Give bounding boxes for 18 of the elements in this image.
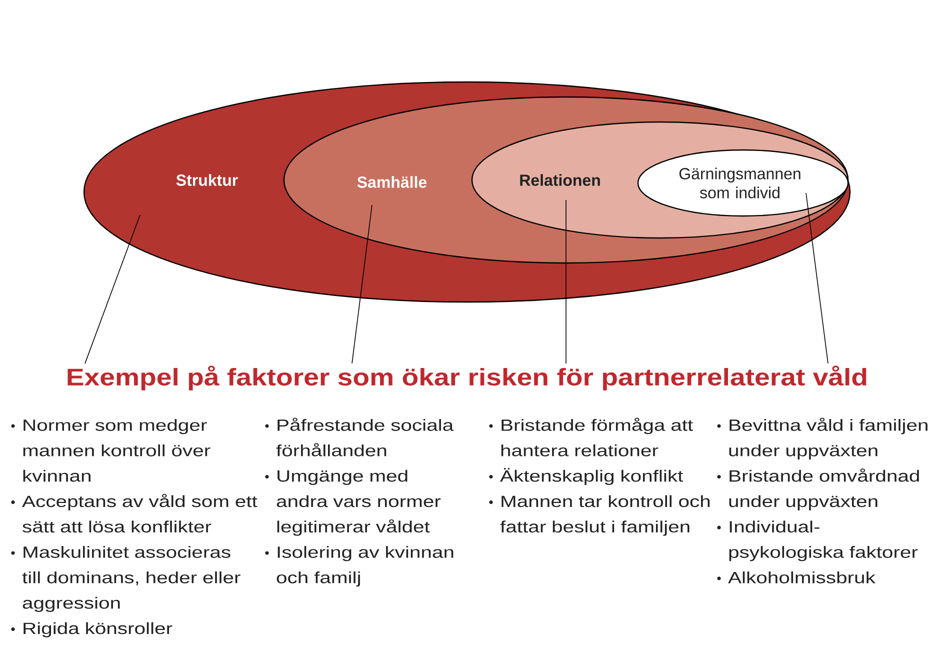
heading: Exempel på faktorer som ökar risken för partnerrelaterat våld: [68, 366, 866, 390]
bullet-item: Bristande omvårdnad under uppväxten: [729, 468, 919, 510]
leader-line: [352, 204, 372, 364]
bullet-item: Rigida könsroller: [24, 622, 172, 638]
bullet-item: Äktenskaplig konflikt: [500, 468, 684, 485]
bullet-item: Bevittna våld i familjen under uppväxten: [729, 418, 928, 460]
bullet-item: Acceptans av våld som ett sätt att lösa konflikter: [22, 494, 258, 533]
bullet-item: Påfrestande sociala förhållanden: [276, 418, 454, 456]
leader-line: [84, 214, 140, 364]
bullet-item: Bristande förmåga att hantera relationer: [501, 418, 693, 456]
bullet-item: Umgänge med andra vars normer legitimerar våldet: [276, 470, 441, 536]
bullet-item: Maskulinitet associeras till dominans, heder eller aggression: [22, 546, 240, 612]
bullet-item: Mannen tar kontroll och fattar beslut i familjen: [500, 495, 710, 536]
bullet-item: Individual- psykologiska faktorer: [729, 520, 918, 562]
bullet-item: Alkoholmissbruk: [728, 571, 876, 584]
bullet-item: Isolering av kvinnan och familj: [276, 546, 454, 587]
bullet-item: Normer som medger mannen kontroll över kvinnan: [23, 419, 210, 482]
leader-line: [806, 192, 828, 364]
